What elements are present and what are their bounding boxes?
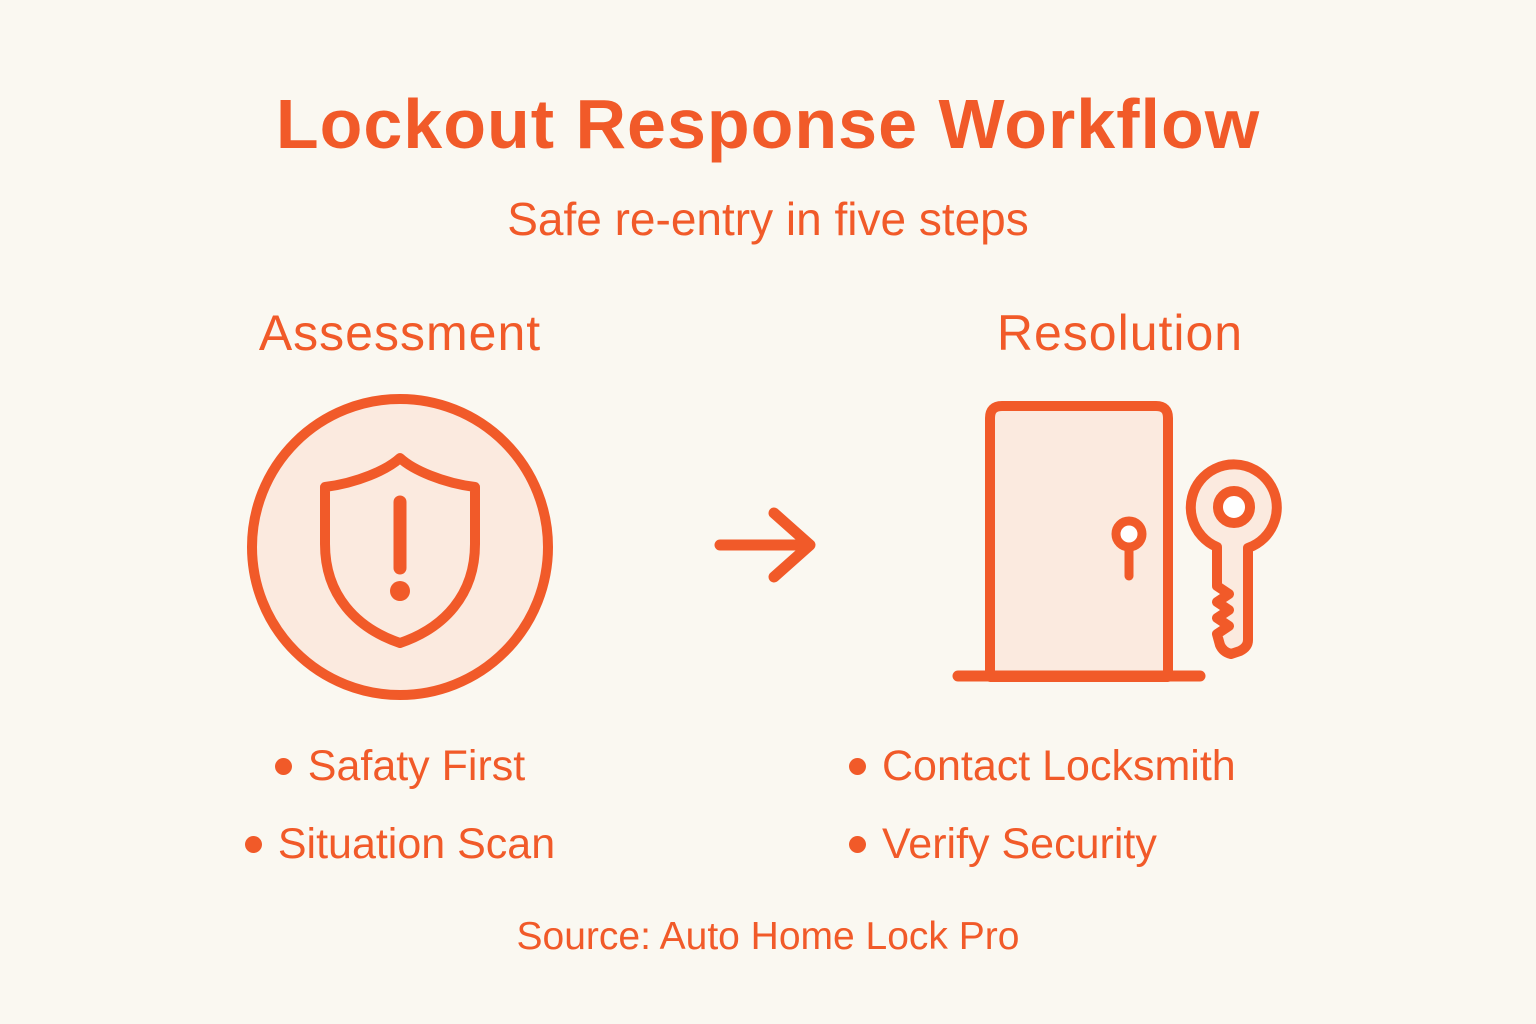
- list-item-label: Situation Scan: [277, 819, 556, 868]
- bullet-icon: [274, 757, 292, 775]
- source-caption: Source: Auto Home Lock Pro: [516, 915, 1020, 958]
- column-heading-assessment: Assessment: [258, 305, 542, 361]
- subtitle: Safe re-entry in five steps: [507, 193, 1029, 245]
- bullet-icon: [849, 757, 866, 775]
- page-title: Lockout Response Workflow: [275, 85, 1261, 163]
- resolution-list: Contact Locksmith Verify Security: [849, 738, 1236, 872]
- right-arrow-icon: [712, 505, 818, 585]
- list-item: Safaty First: [274, 738, 526, 794]
- shield-alert-circle-icon: [245, 392, 555, 702]
- bullet-icon: [244, 835, 262, 853]
- list-item: Verify Security: [849, 816, 1157, 872]
- list-item: Situation Scan: [244, 816, 556, 872]
- column-heading-resolution: Resolution: [996, 305, 1244, 361]
- list-item: Contact Locksmith: [849, 738, 1236, 794]
- bullet-icon: [849, 835, 866, 853]
- door-key-icon: [950, 400, 1300, 700]
- assessment-list: Safaty First Situation Scan: [160, 738, 640, 872]
- list-item-label: Safaty First: [307, 741, 526, 790]
- list-item-label: Contact Locksmith: [882, 741, 1236, 790]
- list-item-label: Verify Security: [882, 819, 1157, 868]
